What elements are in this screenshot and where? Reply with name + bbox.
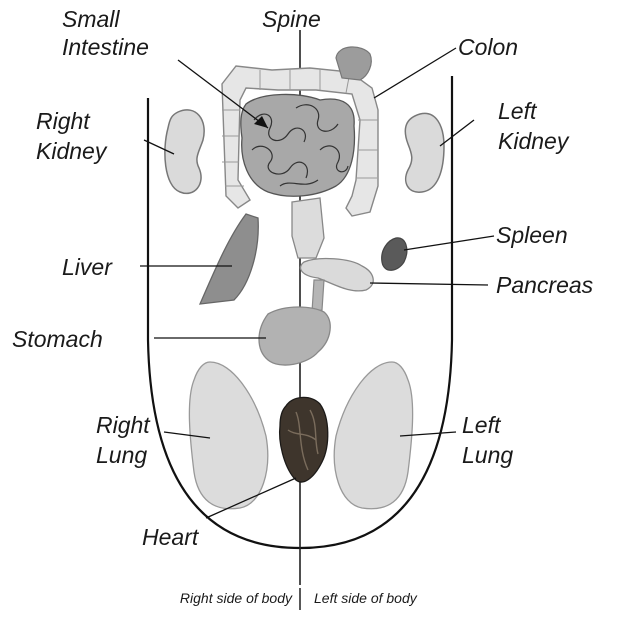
upper-gut-shape — [336, 47, 371, 80]
label-left-lung-1: Left — [462, 412, 500, 438]
stomach-shape — [259, 307, 330, 365]
caption-right-side: Right side of body — [180, 590, 292, 606]
label-small-intestine-1: Small — [62, 6, 120, 32]
caption-left-side: Left side of body — [314, 590, 417, 606]
label-right-kidney-2: Kidney — [36, 138, 106, 164]
label-left-lung-2: Lung — [462, 442, 513, 468]
label-right-lung-2: Lung — [96, 442, 147, 468]
label-right-kidney-1: Right — [36, 108, 90, 134]
left-kidney-shape — [405, 113, 444, 192]
label-heart: Heart — [142, 524, 198, 550]
label-spine: Spine — [262, 6, 321, 32]
small-intestine-shape — [241, 94, 355, 196]
right-lung-shape — [189, 362, 267, 509]
liver-shape — [200, 214, 258, 304]
label-right-lung-1: Right — [96, 412, 150, 438]
label-spleen: Spleen — [496, 222, 568, 248]
heart-shape — [280, 397, 328, 482]
label-stomach: Stomach — [12, 326, 103, 352]
label-small-intestine-2: Intestine — [62, 34, 149, 60]
right-kidney-shape — [165, 110, 204, 194]
lower-gut-shape — [292, 198, 324, 258]
label-left-kidney-2: Kidney — [498, 128, 568, 154]
esophagus-shape — [312, 280, 324, 312]
pancreas-shape — [300, 259, 373, 291]
spleen-shape — [382, 238, 407, 270]
label-liver: Liver — [62, 254, 112, 280]
label-left-kidney-1: Left — [498, 98, 536, 124]
label-pancreas: Pancreas — [496, 272, 593, 298]
label-colon: Colon — [458, 34, 518, 60]
